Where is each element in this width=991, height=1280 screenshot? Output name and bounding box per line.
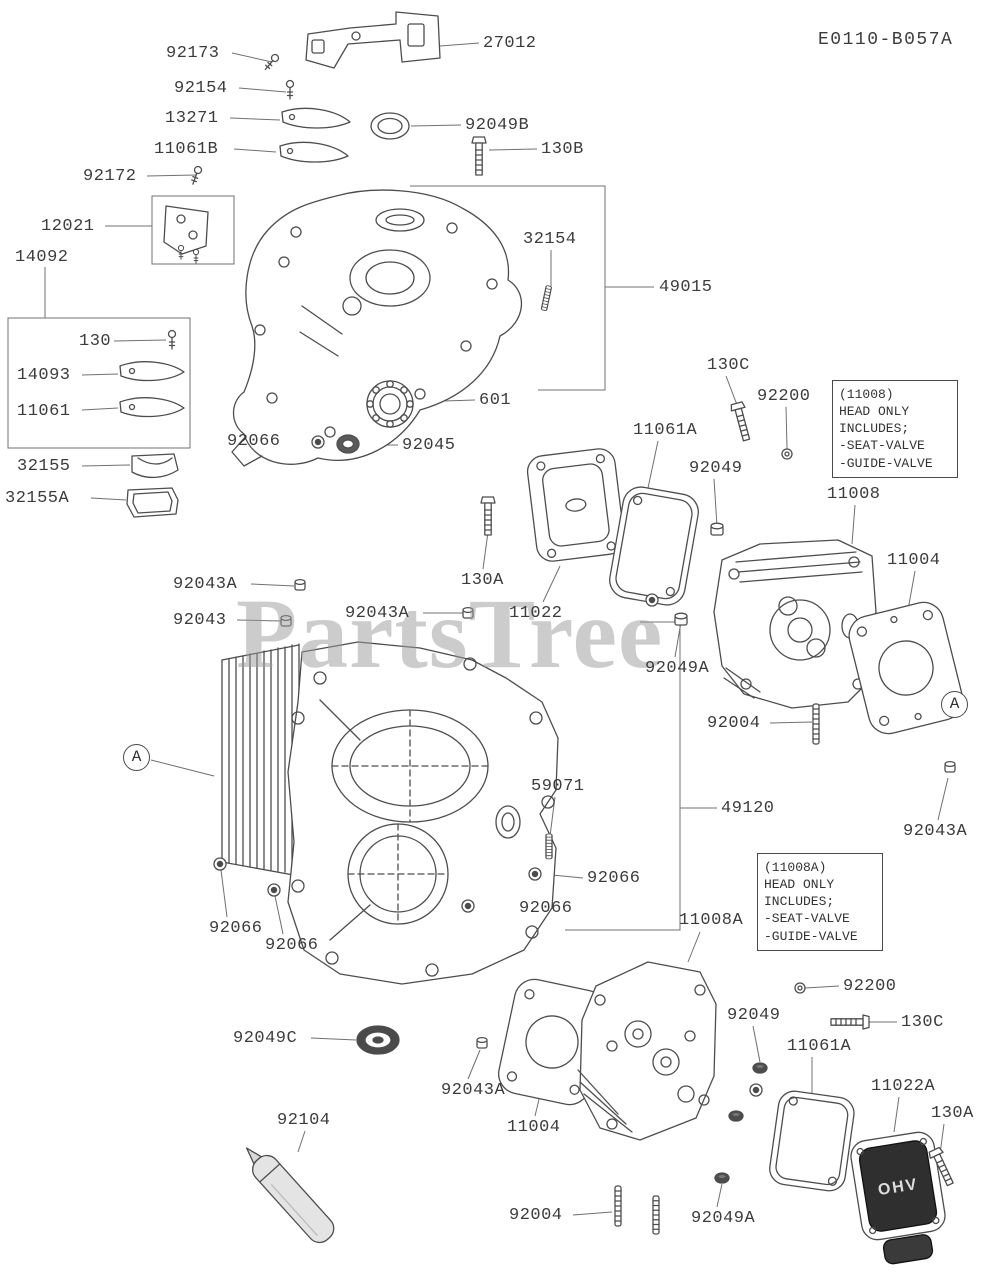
- part-label-11061B-6: 11061B: [154, 140, 219, 159]
- cylinder-head-11008-drawing: [713, 539, 877, 709]
- part-label-92004-51: 92004: [509, 1206, 563, 1225]
- part-label-13271-3: 13271: [165, 109, 219, 128]
- part-label-130C-20: 130C: [707, 356, 750, 375]
- plate-14093-drawing: [119, 361, 185, 382]
- valve-cover-gasket-11061A-drawing-2: [769, 1090, 855, 1192]
- part-label-14092-9: 14092: [15, 248, 69, 267]
- part-label-92200-42: 92200: [843, 977, 897, 996]
- part-label-130A-47: 130A: [931, 1104, 974, 1123]
- part-label-11061A-45: 11061A: [787, 1037, 852, 1056]
- part-label-11061-14: 11061: [17, 402, 71, 421]
- duct-32155A-drawing: [126, 487, 179, 518]
- part-label-32154-10: 32154: [523, 230, 577, 249]
- valve-cover-11022-drawing: [526, 448, 625, 562]
- part-label-130-12: 130: [79, 332, 112, 351]
- sealant-tube-92104-drawing: [245, 1147, 335, 1244]
- part-label-92045-17: 92045: [402, 436, 456, 455]
- valve-cover-11022A-drawing: OHV: [850, 1131, 946, 1265]
- duct-32155-drawing: [131, 453, 179, 479]
- part-label-14093-13: 14093: [17, 366, 71, 385]
- part-label-11004-25: 11004: [887, 551, 941, 570]
- note-line: -SEAT-VALVE: [839, 438, 925, 454]
- part-label-92043-27: 92043: [173, 611, 227, 630]
- part-label-49015-11: 49015: [659, 278, 713, 297]
- part-label-601-15: 601: [479, 391, 512, 410]
- note-line: HEAD ONLY: [764, 877, 835, 893]
- part-label-27012-1: 27012: [483, 34, 537, 53]
- part-label-92049A-31: 92049A: [645, 659, 710, 678]
- part-label-11008A-40: 11008A: [679, 911, 744, 930]
- part-label-11008-24: 11008: [827, 485, 881, 504]
- part-label-59071-33: 59071: [531, 777, 585, 796]
- part-label-92049C-41: 92049C: [233, 1029, 298, 1048]
- diagram-code: E0110-B057A: [818, 30, 954, 50]
- part-label-12021-8: 12021: [41, 217, 95, 236]
- plate-12021-drawing: [163, 205, 209, 264]
- plate-11061-drawing: [119, 397, 185, 418]
- note-line: -GUIDE-VALVE: [839, 455, 933, 471]
- part-label-92172-7: 92172: [83, 167, 137, 186]
- part-label-130A-30: 130A: [461, 571, 504, 590]
- part-label-92043A-35: 92043A: [903, 822, 968, 841]
- view-marker-a-left: A: [123, 744, 150, 771]
- crankcase-cover-49015-drawing: [231, 189, 522, 467]
- note-box-11008: (11008) HEAD ONLY INCLUDES; -SEAT-VALVE …: [832, 380, 958, 478]
- note-title: (11008A): [764, 860, 827, 875]
- note-line: HEAD ONLY: [839, 404, 910, 420]
- view-marker-a-right: A: [941, 691, 968, 718]
- head-gasket-11004-drawing-2: [498, 978, 606, 1106]
- part-label-92066-36: 92066: [587, 869, 641, 888]
- oil-seal-92045-drawing: [336, 434, 360, 454]
- part-label-92066-39: 92066: [265, 936, 319, 955]
- part-label-11022-29: 11022: [509, 604, 563, 623]
- part-label-32155-18: 32155: [17, 457, 71, 476]
- head-gasket-11004-drawing-1: [848, 601, 964, 735]
- cylinder-head-11008A-drawing: [577, 961, 717, 1141]
- note-line: INCLUDES;: [839, 421, 910, 437]
- part-label-92154-2: 92154: [174, 79, 228, 98]
- part-label-92049-23: 92049: [689, 459, 743, 478]
- part-label-130C-43: 130C: [901, 1013, 944, 1032]
- part-label-92043A-48: 92043A: [441, 1081, 506, 1100]
- note-title: (11008): [839, 387, 894, 402]
- ball-bearing-601-drawing: [366, 380, 414, 428]
- note-box-11008A: (11008A) HEAD ONLY INCLUDES; -SEAT-VALVE…: [757, 853, 883, 951]
- note-line: -GUIDE-VALVE: [764, 928, 858, 944]
- part-label-11004-49: 11004: [507, 1118, 561, 1137]
- plate-13271-drawing: [281, 107, 351, 129]
- part-label-11022A-46: 11022A: [871, 1077, 936, 1096]
- head-gasket-11061A-drawing-1: [609, 486, 699, 606]
- part-label-92043A-26: 92043A: [173, 575, 238, 594]
- part-label-130B-5: 130B: [541, 140, 584, 159]
- note-line: -SEAT-VALVE: [764, 911, 850, 927]
- part-label-92066-16: 92066: [227, 432, 281, 451]
- part-label-92049A-52: 92049A: [691, 1209, 756, 1228]
- part-label-49120-34: 49120: [721, 799, 775, 818]
- cooling-fins-drawing: [221, 643, 300, 877]
- oil-seal-92049C-drawing: [356, 1025, 400, 1055]
- part-label-11061A-22: 11061A: [633, 421, 698, 440]
- part-label-92049B-4: 92049B: [465, 116, 530, 135]
- bracket-27012-drawing: [305, 11, 441, 69]
- part-label-92004-32: 92004: [707, 714, 761, 733]
- note-line: INCLUDES;: [764, 894, 835, 910]
- part-label-92173-0: 92173: [166, 44, 220, 63]
- part-label-92066-38: 92066: [209, 919, 263, 938]
- ohv-emboss-text: OHV: [877, 1176, 920, 1199]
- part-label-92200-21: 92200: [757, 387, 811, 406]
- plate-11061B-drawing: [279, 141, 349, 163]
- part-label-92043A-28: 92043A: [345, 604, 410, 623]
- part-label-92104-50: 92104: [277, 1111, 331, 1130]
- oil-seal-92049B-drawing: [370, 112, 410, 140]
- part-label-32155A-19: 32155A: [5, 489, 70, 508]
- cylinder-block-49120-drawing: [287, 641, 559, 985]
- part-label-92049-44: 92049: [727, 1006, 781, 1025]
- part-label-92066-37: 92066: [519, 899, 573, 918]
